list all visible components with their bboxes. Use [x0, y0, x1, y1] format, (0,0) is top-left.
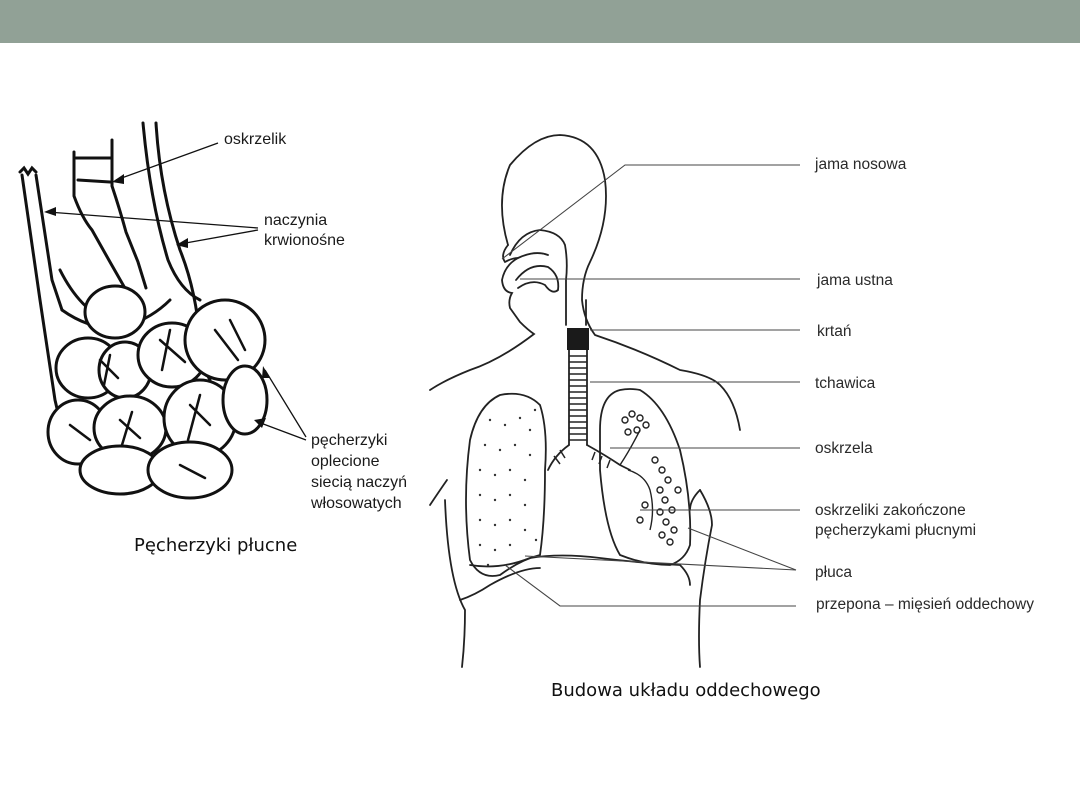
label-trachea: tchawica	[815, 375, 876, 392]
alveoli-illustration	[18, 121, 307, 500]
larynx-shape	[567, 328, 589, 350]
alveoli-caption: Pęcherzyki płucne	[134, 535, 298, 556]
label-larynx: krtań	[817, 323, 852, 340]
alveoli-diagram: oskrzelik naczynia krwionośne pęcherzyki…	[0, 0, 430, 600]
label-alveoli-line2: oplecione	[311, 453, 380, 470]
label-bronchioles-line2: pęcherzykami płucnymi	[815, 522, 977, 539]
respiratory-system-diagram: jama nosowa jama ustna krtań tchawica os…	[429, 134, 1034, 701]
label-lungs: płuca	[815, 564, 853, 581]
respiratory-caption: Budowa układu oddechowego	[551, 680, 821, 701]
label-alveoli-line1: pęcherzyki	[311, 432, 388, 449]
label-bronchi: oskrzela	[815, 440, 873, 457]
slide-header-bar	[0, 0, 1080, 43]
label-alveoli-line4: włosowatych	[311, 495, 402, 512]
label-blood-vessels-line1: naczynia	[264, 212, 328, 229]
label-nasal-cavity: jama nosowa	[815, 156, 907, 173]
label-blood-vessels-line2: krwionośne	[264, 232, 345, 249]
label-diaphragm: przepona – mięsień oddechowy	[816, 596, 1034, 613]
respiratory-illustration	[429, 134, 800, 668]
label-bronchioles-line1: oskrzeliki zakończone	[815, 502, 966, 519]
label-alveoli-line3: siecią naczyń	[311, 474, 408, 491]
label-bronchiole: oskrzelik	[224, 131, 287, 148]
label-oral-cavity: jama ustna	[817, 272, 893, 289]
